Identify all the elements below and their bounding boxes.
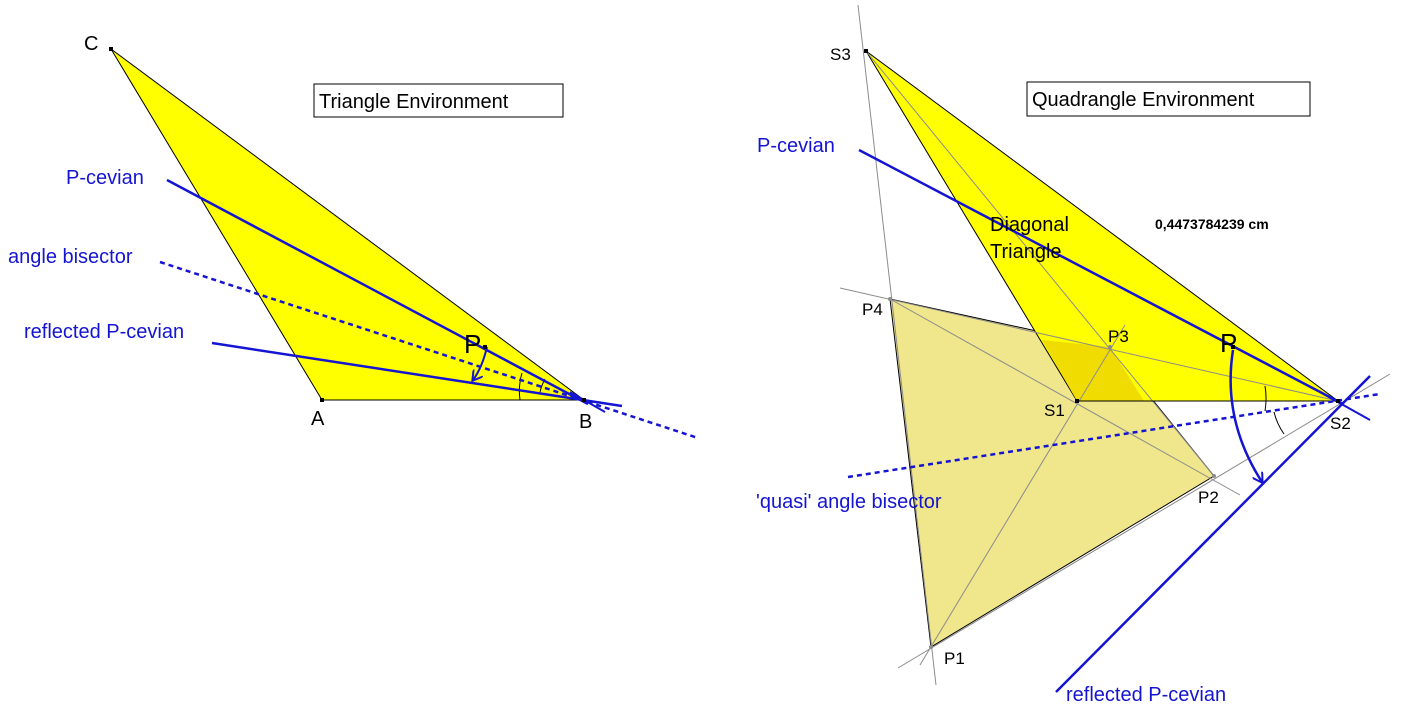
measurement-readout: 0,4473784239 cm [1155, 216, 1269, 232]
angle-bisector-line [159, 260, 699, 440]
triangle-environment: A B C P P-cevian angle bisector reflecte… [8, 33, 699, 440]
q-point-p-marker [1231, 345, 1235, 349]
angle-arc-inner [539, 378, 546, 393]
quasi-bisector-label: 'quasi' angle bisector [756, 491, 942, 513]
vertex-a-label: A [311, 408, 325, 430]
angle-arc-s2-inner [1273, 411, 1285, 435]
line-s3-p1 [857, 4, 937, 686]
q-reflected-p-cevian-label: reflected P-cevian [1066, 684, 1226, 706]
s2-label: S2 [1330, 414, 1351, 433]
s1-marker [1075, 399, 1079, 403]
triangle-title: Triangle Environment [319, 91, 509, 113]
diagonal-label-2: Triangle [990, 241, 1062, 263]
triangle-abc [110, 48, 586, 401]
p-cevian-line [166, 178, 589, 406]
s1-label: S1 [1044, 401, 1065, 420]
s2-marker [1336, 399, 1340, 403]
s3-marker [864, 49, 868, 53]
s2-tick-line [1319, 391, 1371, 421]
quadrangle-title-box [1026, 81, 1311, 117]
vertex-b-marker [582, 398, 586, 402]
angle-bisector-label: angle bisector [8, 246, 133, 268]
q-p-cevian-line [858, 148, 1344, 406]
vertex-b-label: B [579, 411, 592, 433]
p2-label: P2 [1198, 488, 1219, 507]
diagonal-label-1: Diagonal [990, 214, 1069, 236]
p2-marker [1212, 474, 1216, 478]
p4-marker [888, 297, 892, 301]
q-reflected-p-cevian-line [1055, 375, 1371, 693]
triangle-title-box [313, 83, 564, 118]
p3-marker [1108, 345, 1112, 349]
line-p4-s2 [839, 287, 1339, 402]
b-tick-line [569, 391, 606, 413]
line-p4-p2 [889, 298, 1241, 496]
line-p1-p2-ext [897, 373, 1391, 669]
quadrangle-environment: S1 S2 S3 P1 P2 P3 P4 P Diagonal Triangle… [756, 4, 1391, 706]
point-p-label: P [464, 329, 481, 359]
reflected-p-cevian-label: reflected P-cevian [24, 321, 184, 343]
vertex-c-marker [109, 47, 113, 51]
angle-arc-outer [518, 372, 523, 401]
q-p-cevian-label: P-cevian [757, 135, 835, 157]
p4-label: P4 [862, 300, 883, 319]
overlap-region [1042, 340, 1144, 401]
p1-marker [929, 645, 933, 649]
p-cevian-label: P-cevian [66, 167, 144, 189]
q-reflection-arrow [1229, 349, 1262, 482]
q-point-p-label: P [1220, 328, 1237, 358]
reflection-arrow [473, 346, 488, 380]
point-p-marker [483, 345, 487, 349]
quadrangle-title: Quadrangle Environment [1032, 89, 1255, 111]
p3-label: P3 [1108, 327, 1129, 346]
vertex-a-marker [320, 398, 324, 402]
line-p1-p3 [919, 324, 1126, 666]
reflected-p-cevian-line [211, 341, 623, 408]
angle-arc-s2-outer [1264, 385, 1267, 412]
p1-label: P1 [944, 649, 965, 668]
s3-label: S3 [830, 45, 851, 64]
vertex-c-label: C [84, 33, 98, 55]
line-s3-p2 [865, 50, 1215, 477]
